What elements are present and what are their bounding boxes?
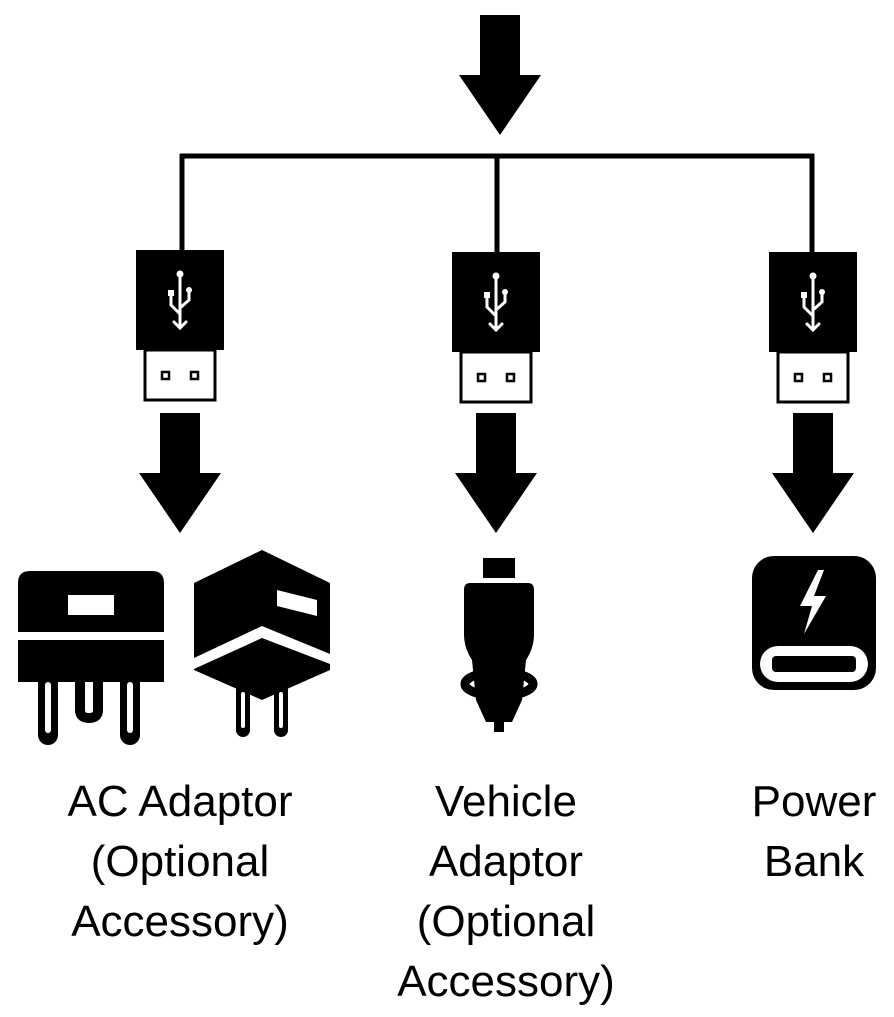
vehicle-adaptor-label-line3: (Optional: [416, 897, 596, 946]
down-arrow-icon-vehicle: [455, 413, 537, 533]
down-arrow-icon-ac: [139, 413, 221, 533]
ac-adaptor-label-line2: (Optional: [90, 837, 270, 886]
branch-connector: [179, 153, 815, 252]
usb-plug-icon-ac: [134, 248, 226, 402]
ac-adaptor-front-icon: [18, 571, 164, 745]
down-arrow-icon-power-bank: [772, 413, 854, 533]
ac-adaptor-perspective-icon: [194, 550, 330, 737]
vehicle-adaptor-icon: [460, 558, 538, 732]
lightning-icon: [800, 570, 826, 634]
power-bank-label-line2: Bank: [763, 837, 865, 886]
usb-plug-icon-vehicle: [450, 250, 542, 404]
ac-adaptor-label: AC Adaptor (Optional Accessory): [20, 772, 340, 952]
power-bank-icon: [752, 556, 876, 690]
vehicle-adaptor-label-line1: Vehicle: [435, 777, 577, 826]
ac-adaptor-label-line1: AC Adaptor: [67, 777, 293, 826]
power-bank-label-line1: Power: [751, 777, 877, 826]
vehicle-adaptor-label-line4: Accessory): [397, 957, 615, 1006]
usb-plug-icon-power-bank: [767, 250, 859, 404]
vehicle-adaptor-label-line2: Adaptor: [428, 837, 584, 886]
vehicle-adaptor-label: Vehicle Adaptor (Optional Accessory): [346, 772, 666, 1012]
power-bank-label: Power Bank: [714, 772, 894, 892]
top-down-arrow-icon: [459, 15, 541, 135]
ac-adaptor-label-line3: Accessory): [71, 897, 289, 946]
